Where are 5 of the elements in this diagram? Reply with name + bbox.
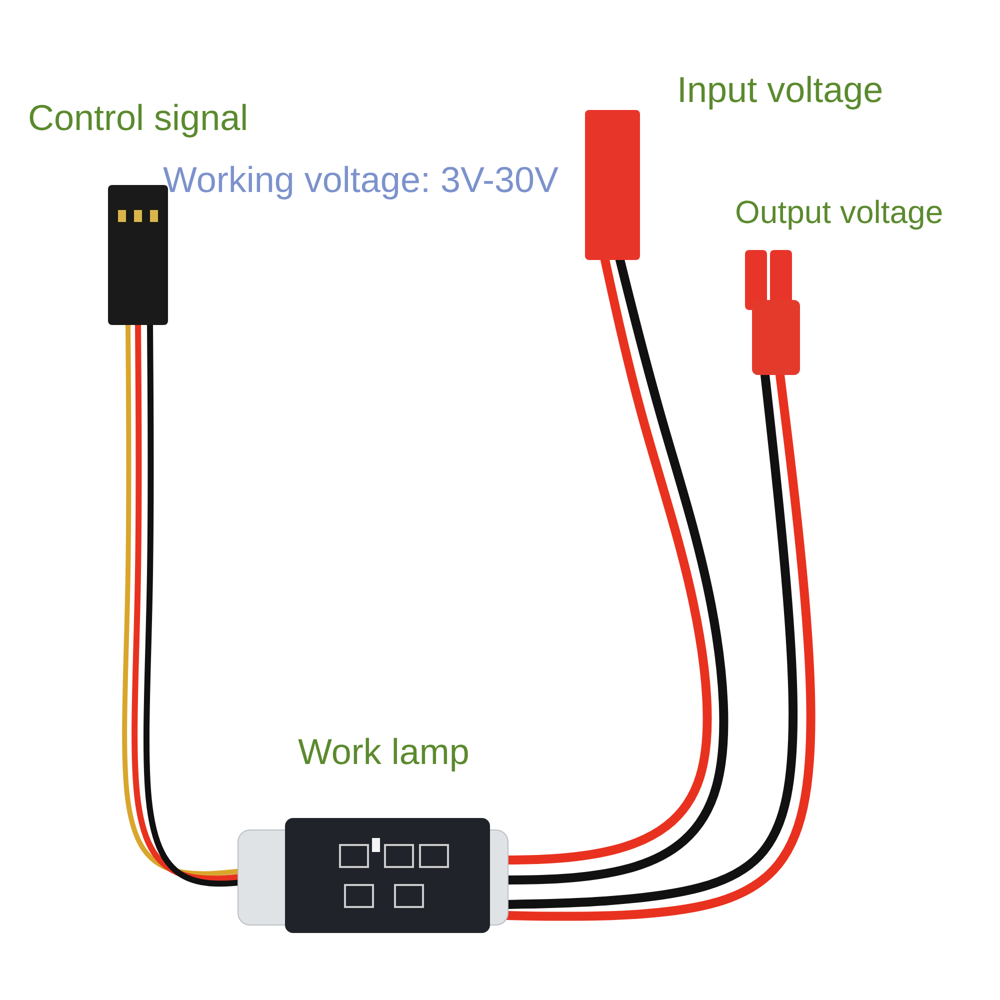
- callout-label: Control signal: [28, 98, 248, 138]
- callout-label: Working voltage: 3V-30V: [163, 160, 559, 200]
- callout-label: Output voltage: [735, 195, 944, 230]
- callout-label: Work lamp: [298, 732, 470, 772]
- callout-label: Input voltage: [677, 70, 884, 110]
